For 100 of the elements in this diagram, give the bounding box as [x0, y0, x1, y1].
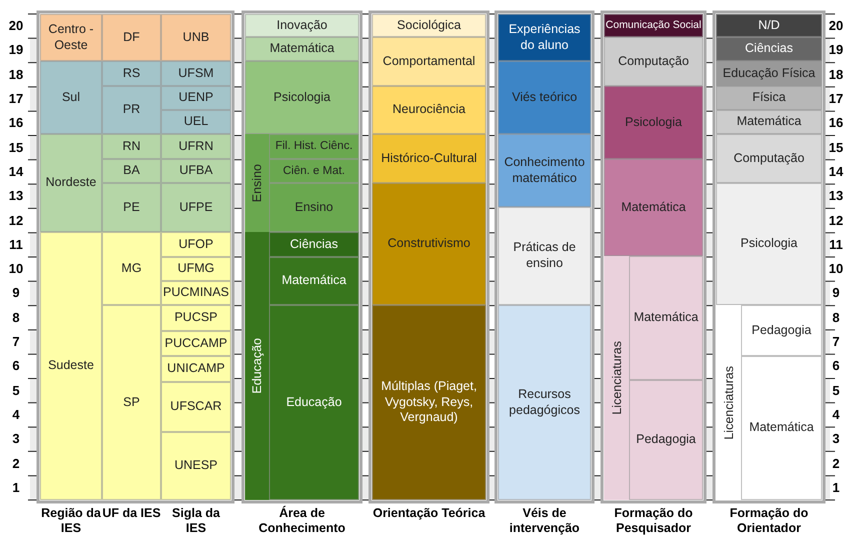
category-label: Pedagogia: [750, 322, 812, 338]
category-block: [161, 183, 231, 232]
category-label: Educação: [285, 394, 343, 410]
row-number: 20: [828, 18, 844, 34]
category-label: Inovação: [276, 18, 328, 34]
row-number: 14: [8, 164, 24, 180]
category-block: [629, 380, 703, 500]
category-label: UNICAMP: [166, 361, 226, 377]
category-block: [40, 232, 102, 500]
category-block: [102, 232, 161, 305]
category-block: [372, 305, 486, 500]
category-label: UNB: [182, 30, 210, 46]
category-block: [245, 14, 359, 37]
category-block: [245, 61, 359, 134]
category-label: PUCMINAS: [162, 285, 230, 301]
category-label: UFRN: [178, 138, 214, 154]
category-block: [604, 86, 703, 159]
group-label: Licenciaturas: [722, 366, 736, 440]
category-block: [245, 37, 359, 61]
category-block: [102, 61, 161, 86]
category-block: [161, 86, 231, 110]
category-block: [40, 134, 102, 232]
row-number: 13: [828, 188, 844, 204]
row-number: 2: [831, 456, 841, 472]
row-number: 7: [11, 334, 21, 350]
category-block: [269, 183, 359, 232]
category-block: [604, 37, 703, 86]
category-block: [161, 331, 231, 356]
category-label: UEL: [182, 114, 210, 130]
category-block: [372, 14, 486, 37]
category-label: Matemática: [632, 310, 700, 326]
row-number: 9: [831, 285, 841, 302]
category-label: Pedagogia: [635, 432, 697, 448]
row-number: 18: [828, 66, 844, 82]
category-block: [161, 382, 231, 432]
category-label: BA: [122, 163, 141, 179]
category-label: Computação: [732, 150, 806, 166]
category-block: [161, 432, 231, 500]
column-heading: Sigla da IES: [171, 506, 221, 536]
group-label: Ensino: [250, 164, 264, 202]
category-block: [372, 86, 486, 134]
category-group: [604, 256, 703, 500]
category-label: Centro - Oeste: [47, 22, 95, 54]
row-number: 11: [8, 236, 24, 252]
category-block: [161, 134, 231, 159]
category-label: Computação: [617, 54, 690, 70]
row-number: 3: [831, 431, 841, 447]
category-block: [604, 14, 703, 37]
category-block: [161, 281, 231, 305]
group-label: Educação: [250, 338, 264, 394]
category-label: Ciências: [289, 236, 339, 252]
category-label: Experiências do aluno: [508, 22, 582, 54]
category-block: [40, 61, 102, 134]
category-block: [269, 232, 359, 257]
category-block: [161, 232, 231, 257]
category-label: Múltiplas (Piaget, Vygotsky, Reys, Vergnaud): [380, 379, 478, 426]
category-block: [161, 257, 231, 281]
category-label: Matemática: [280, 273, 348, 289]
category-block: [102, 134, 161, 159]
category-block: [102, 305, 161, 500]
category-label: Matemática: [748, 420, 815, 436]
column-heading: Formação do Pesquisador: [613, 506, 694, 536]
category-block: [372, 183, 486, 305]
category-label: Ensino: [294, 200, 334, 216]
row-number: 10: [828, 261, 844, 277]
category-block: [604, 159, 703, 256]
category-block: [269, 257, 359, 305]
category-label: MG: [120, 260, 143, 276]
row-number: 19: [8, 42, 24, 58]
row-number: 4: [11, 406, 21, 423]
row-number: 17: [828, 91, 844, 107]
category-label: Psicologia: [624, 114, 683, 130]
category-label: UFMG: [176, 261, 216, 277]
row-number: 7: [831, 334, 841, 350]
category-block: [161, 110, 231, 134]
category-block: [102, 86, 161, 134]
category-label: UFSCAR: [169, 399, 223, 415]
category-label: UFOP: [178, 236, 214, 252]
category-label: PUCCAMP: [164, 336, 228, 352]
row-number: 1: [831, 480, 841, 496]
category-label: UFSM: [177, 66, 215, 82]
category-label: Sul: [60, 90, 82, 106]
category-block: [269, 305, 359, 500]
category-label: Histórico-Cultural: [380, 150, 478, 166]
category-block: [629, 256, 703, 380]
row-number: 12: [8, 212, 24, 228]
category-block: [716, 86, 822, 110]
category-label: Recursos pedagógicos: [508, 386, 581, 418]
column-heading: Véis de intervenção: [508, 506, 581, 536]
category-block: [498, 305, 591, 500]
category-block: [161, 305, 231, 331]
row-number: 6: [11, 358, 21, 374]
row-number: 16: [8, 115, 24, 131]
row-number: 1: [11, 480, 21, 496]
category-label: RN: [121, 138, 142, 154]
category-label: Comunicação Social: [604, 18, 702, 32]
category-label: Matemática: [736, 114, 802, 130]
row-number: 6: [831, 358, 841, 374]
row-number: 16: [828, 115, 844, 131]
column-heading: Área de Conhecimento: [258, 506, 346, 536]
